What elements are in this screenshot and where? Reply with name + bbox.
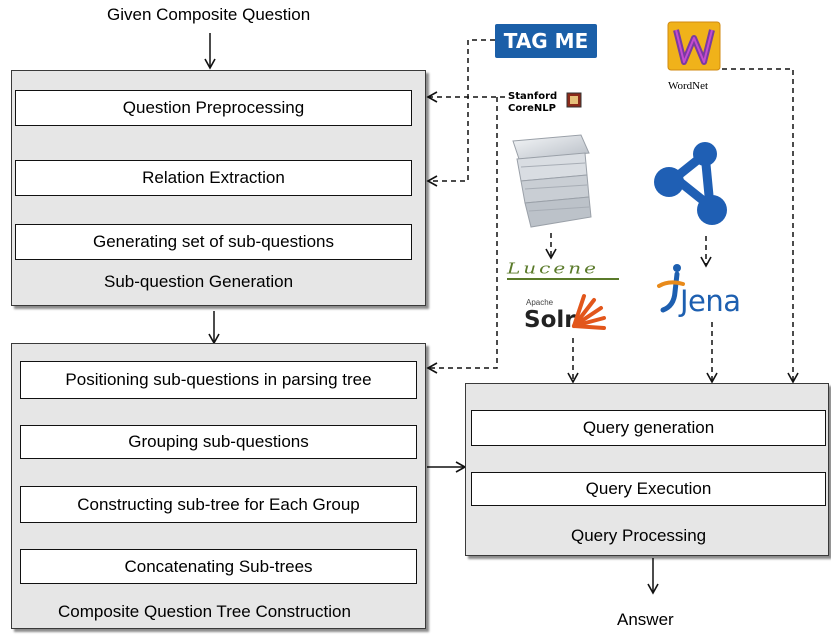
solr-text: Solr [524,307,576,333]
rdf-icon [654,142,727,225]
generating-subquestions-step: Generating set of sub-questions [15,224,412,260]
answer-label: Answer [617,610,674,629]
query-execution-step: Query Execution [471,472,826,506]
concatenating-subtrees-step: Concatenating Sub-trees [20,549,417,584]
tagme-text: TAG ME [503,29,589,53]
jena-text: Jena [680,284,741,318]
lucene-logo: Lucene [507,259,599,277]
wordnet-label: WordNet [668,80,709,92]
wordnet-icon [667,21,721,71]
constructing-subtree-step: Constructing sub-tree for Each Group [20,486,417,523]
corenlp-text: CoreNLP [508,103,556,114]
query-generation-step: Query generation [471,410,826,446]
stanford-text: Stanford [508,91,558,102]
query-processing-label: Query Processing [571,526,707,545]
input-label: Given Composite Question [107,5,311,24]
stanford-crest-icon [566,92,582,108]
positioning-subquestions-step: Positioning sub-questions in parsing tre… [20,361,417,399]
tagme-logo: TAG ME [495,24,597,58]
question-preprocessing-step: Question Preprocessing [15,90,412,126]
solr-apache-text: Apache [526,298,554,307]
dashed-wordnet-to-query [722,68,799,384]
subquestion-generation-label: Sub-question Generation [104,272,294,291]
document-stack-icon [512,134,592,228]
jena-feather-icon [657,264,685,313]
lucene-underline-icon [507,278,619,280]
stanford-corenlp-logo: Stanford CoreNLP [508,91,557,115]
dashed-nlp-to-positioning [426,97,498,374]
grouping-subquestions-step: Grouping sub-questions [20,425,417,459]
relation-extraction-step: Relation Extraction [15,160,412,196]
lucene-text: Lucene [507,259,599,277]
tree-construction-label: Composite Question Tree Construction [58,602,351,621]
solr-sunburst-icon [572,294,606,330]
dashed-tagme-to-relation [426,39,495,187]
